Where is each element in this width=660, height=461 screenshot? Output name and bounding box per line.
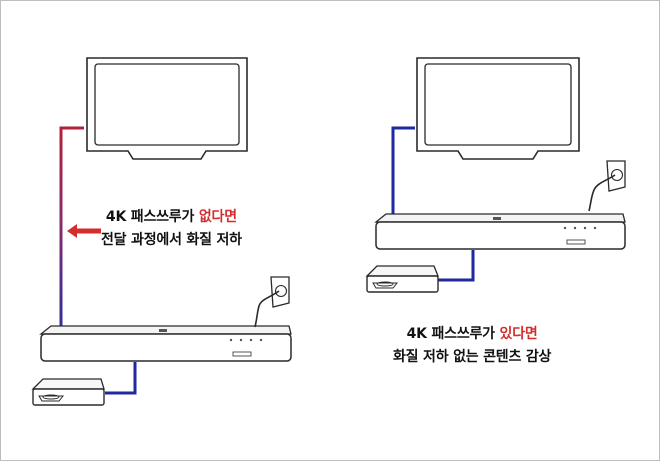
hdmi-cable-degraded [59, 126, 84, 333]
hdmi-cable-player-left [105, 362, 137, 395]
media-player-icon [31, 378, 105, 406]
soundbar-icon [39, 325, 292, 362]
right-caption-prefix: 4K 패스쓰루가 [406, 326, 500, 342]
left-caption-line2: 전달 과정에서 화질 저하 [101, 232, 242, 248]
red-left-arrow-icon [67, 224, 101, 238]
hdmi-cable-clean [391, 126, 415, 217]
left-setup [31, 57, 292, 406]
power-outlet-icon [254, 276, 290, 328]
right-caption-highlight: 있다면 [499, 326, 538, 342]
right-caption-line1: 4K 패스쓰루가 있다면 [393, 323, 551, 346]
left-caption-prefix: 4K 패스쓰루가 [105, 209, 199, 225]
right-caption-line2: 화질 저하 없는 콘텐츠 감상 [393, 349, 552, 365]
left-caption-highlight: 없다면 [198, 209, 237, 225]
left-caption-line1: 4K 패스쓰루가 없다면 [101, 206, 242, 229]
right-setup [365, 57, 626, 293]
tv-icon [86, 57, 248, 160]
power-outlet-icon [588, 160, 626, 212]
soundbar-icon [374, 213, 626, 250]
media-player-icon [365, 265, 439, 293]
right-caption: 4K 패스쓰루가 있다면 화질 저하 없는 콘텐츠 감상 [393, 323, 551, 369]
left-caption: 4K 패스쓰루가 없다면 전달 과정에서 화질 저하 [101, 206, 242, 252]
hdmi-cable-player-right [438, 250, 475, 282]
tv-icon [416, 57, 580, 160]
